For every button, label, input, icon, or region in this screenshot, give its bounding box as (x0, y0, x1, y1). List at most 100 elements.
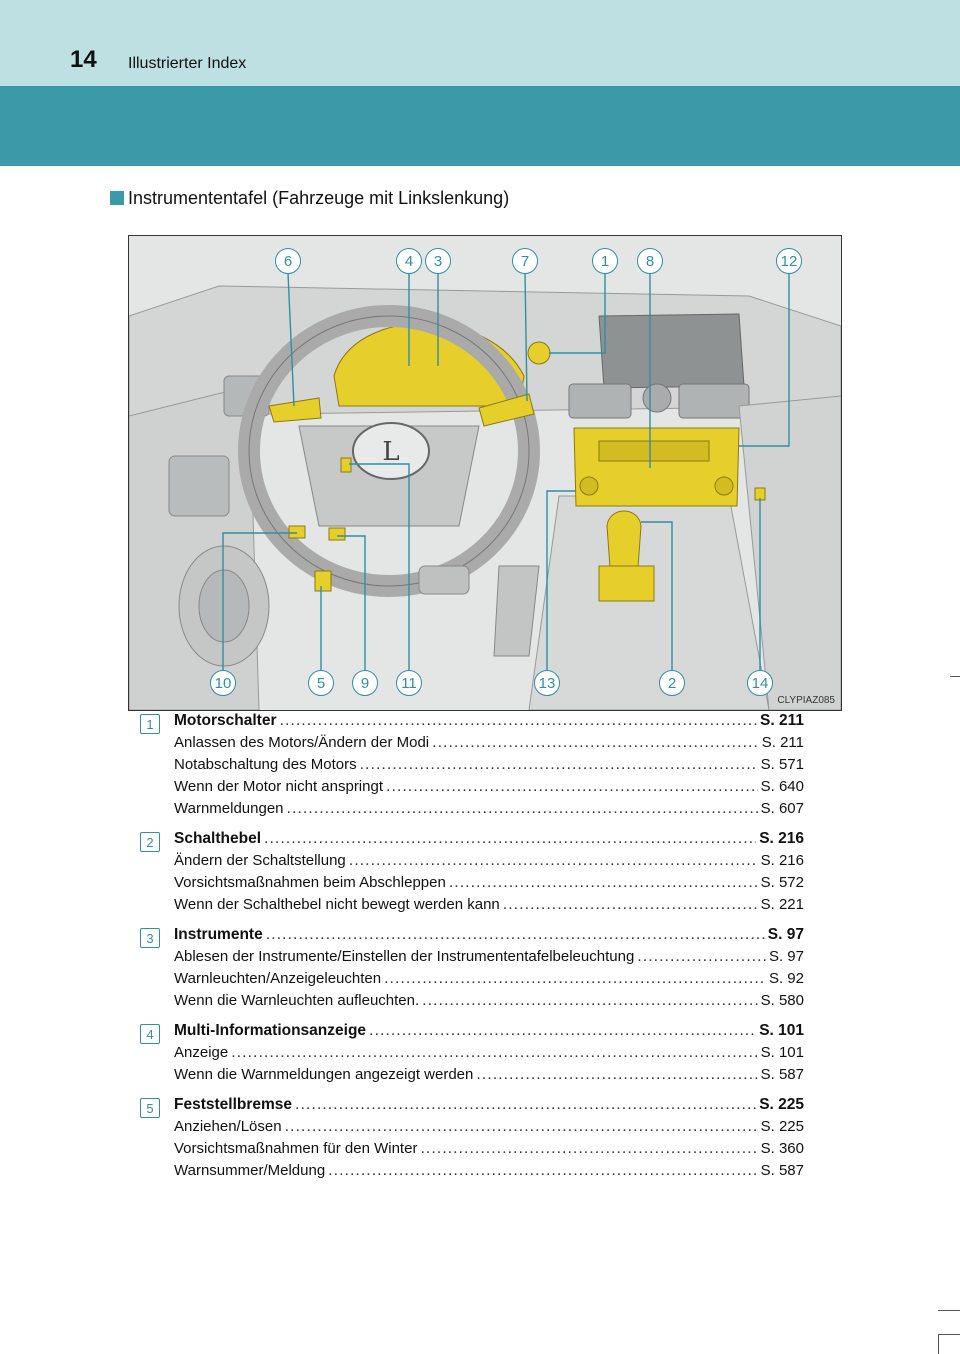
callout-8: 8 (637, 248, 663, 274)
callout-3: 3 (425, 248, 451, 274)
entry-subitem[interactable]: Warnmeldungen S. 607 (174, 800, 804, 822)
leader-dots (386, 778, 758, 796)
subitem-page[interactable]: S. 607 (760, 800, 804, 817)
subitem-text: Vorsichtsmaßnahmen für den Winter (174, 1140, 418, 1157)
page-title: Illustrierter Index (128, 55, 247, 72)
leader-dots (360, 756, 758, 774)
entry-title: Motorschalter (174, 712, 277, 729)
leader-dots (476, 1066, 757, 1084)
dashboard-drawing: L (129, 236, 841, 710)
entry-subitem[interactable]: Notabschaltung des MotorsS. 571 (174, 756, 804, 778)
section-square-icon (110, 191, 124, 205)
entry-heading[interactable]: InstrumenteS. 97 (174, 926, 804, 948)
header-band (0, 86, 960, 166)
subitem-page[interactable]: S. 97 (768, 948, 804, 965)
leader-dots (422, 992, 757, 1010)
subitem-page[interactable]: S. 587 (760, 1162, 804, 1179)
index-entry: 2 Schalthebel S. 216 Ändern der Schaltste… (128, 830, 804, 918)
subitem-text: Anlassen des Motors/Ändern der Modi (174, 734, 430, 751)
entry-subitem[interactable]: Vorsichtsmaßnahmen für den Winter S. 360 (174, 1140, 804, 1162)
leader-dots (264, 830, 756, 848)
entry-page[interactable]: S. 97 (767, 926, 804, 943)
entry-subitem[interactable]: Wenn die Warnmeldungen angezeigt werden S… (174, 1066, 804, 1088)
index-entries: 1 MotorschalterS. 211 Anlassen des Motor… (128, 712, 804, 1192)
leader-dots (369, 1022, 756, 1040)
subitem-page[interactable]: S. 92 (768, 970, 804, 987)
subitem-text: Warnmeldungen (174, 800, 284, 817)
subitem-page[interactable]: S. 216 (760, 852, 804, 869)
leader-dots (637, 948, 766, 966)
page-number: 14 (70, 46, 97, 73)
subitem-page[interactable]: S. 221 (760, 896, 804, 913)
entry-subitem[interactable]: Anziehen/LösenS. 225 (174, 1118, 804, 1140)
callout-10: 10 (210, 670, 236, 696)
entry-page[interactable]: S. 225 (759, 1096, 804, 1113)
index-entry: 5 FeststellbremseS. 225 Anziehen/LösenS.… (128, 1096, 804, 1184)
entry-heading[interactable]: Feststellbremse S. 225 (174, 1096, 804, 1118)
leader-dots (295, 1096, 756, 1114)
index-entry: 3 InstrumenteS. 97 Ablesen der Instrumen… (128, 926, 804, 1014)
subitem-page[interactable]: S. 572 (760, 874, 804, 891)
subitem-page[interactable]: S. 587 (760, 1066, 804, 1083)
entry-heading[interactable]: Motorschalter S. 211 (174, 712, 804, 734)
subitem-text: Ändern der Schaltstellung (174, 852, 346, 869)
subitem-page[interactable]: S. 571 (760, 756, 804, 773)
callout-7: 7 (512, 248, 538, 274)
entry-number: 4 (140, 1024, 160, 1044)
entry-subitem[interactable]: Anlassen des Motors/Ändern der Modi S. 21… (174, 734, 804, 756)
crop-mark (938, 1334, 960, 1335)
leader-dots (280, 712, 758, 730)
entry-title: Multi-Informationsanzeige (174, 1022, 367, 1039)
crop-mark (938, 1334, 939, 1354)
entry-subitem[interactable]: Warnleuchten/Anzeigeleuchten S. 92 (174, 970, 804, 992)
entry-subitem[interactable]: Warnsummer/Meldung S. 587 (174, 1162, 804, 1184)
page-header (0, 0, 960, 86)
entry-subitem[interactable]: Vorsichtsmaßnahmen beim AbschleppenS. 57… (174, 874, 804, 896)
entry-heading[interactable]: Schalthebel S. 216 (174, 830, 804, 852)
subitem-text: Wenn die Warnmeldungen angezeigt werden (174, 1066, 474, 1083)
svg-text:L: L (382, 437, 399, 467)
subitem-text: Warnleuchten/Anzeigeleuchten (174, 970, 382, 987)
subitem-page[interactable]: S. 101 (760, 1044, 804, 1061)
entry-title: Schalthebel (174, 830, 261, 847)
subitem-page[interactable]: S. 211 (761, 734, 804, 751)
callout-4: 4 (396, 248, 422, 274)
leader-dots (266, 926, 765, 944)
subitem-text: Anzeige (174, 1044, 229, 1061)
entry-title: Feststellbremse (174, 1096, 293, 1113)
crop-mark (950, 676, 960, 677)
entry-subitem[interactable]: Wenn der Motor nicht anspringtS. 640 (174, 778, 804, 800)
entry-subitem[interactable]: Wenn der Schalthebel nicht bewegt werden… (174, 896, 804, 918)
entry-number: 2 (140, 832, 160, 852)
entry-subitem[interactable]: Ändern der Schaltstellung S. 216 (174, 852, 804, 874)
callout-6: 6 (275, 248, 301, 274)
callout-13: 13 (534, 670, 560, 696)
entry-number: 3 (140, 928, 160, 948)
entry-page[interactable]: S. 216 (759, 830, 804, 847)
leader-dots (384, 970, 766, 988)
entry-page[interactable]: S. 211 (760, 712, 804, 729)
subitem-page[interactable]: S. 580 (760, 992, 804, 1009)
leader-dots (287, 800, 758, 818)
callout-12: 12 (776, 248, 802, 274)
callout-1: 1 (592, 248, 618, 274)
leader-dots (449, 874, 758, 892)
entry-subitem[interactable]: Ablesen der Instrumente/Einstellen der I… (174, 948, 804, 970)
index-entry: 4 Multi-Informationsanzeige S. 101 Anzeig… (128, 1022, 804, 1088)
entry-heading[interactable]: Multi-Informationsanzeige S. 101 (174, 1022, 804, 1044)
section-title: Instrumententafel (Fahrzeuge mit Linksle… (128, 188, 510, 208)
entry-subitem[interactable]: Wenn die Warnleuchten aufleuchten. S. 580 (174, 992, 804, 1014)
entry-page[interactable]: S. 101 (759, 1022, 804, 1039)
subitem-page[interactable]: S. 360 (760, 1140, 804, 1157)
entry-subitem[interactable]: Anzeige S. 101 (174, 1044, 804, 1066)
callout-11: 11 (396, 670, 422, 696)
callout-2: 2 (659, 670, 685, 696)
subitem-page[interactable]: S. 640 (760, 778, 804, 795)
subitem-text: Wenn der Schalthebel nicht bewegt werden… (174, 896, 500, 913)
leader-dots (503, 896, 758, 914)
subitem-text: Warnsummer/Meldung (174, 1162, 326, 1179)
subitem-text: Wenn die Warnleuchten aufleuchten. (174, 992, 420, 1009)
callout-14: 14 (747, 670, 773, 696)
subitem-page[interactable]: S. 225 (760, 1118, 804, 1135)
crop-mark (938, 1310, 960, 1311)
